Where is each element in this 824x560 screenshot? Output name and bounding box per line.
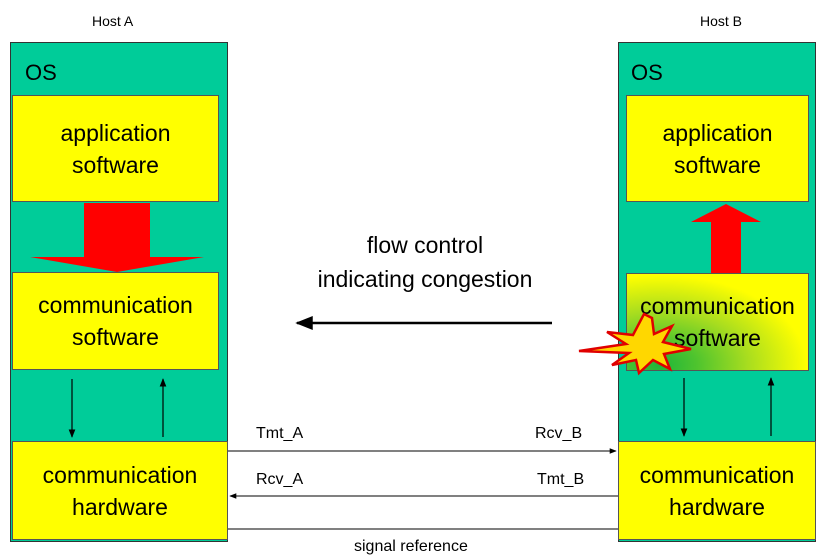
flow-control-caption: flow control indicating congestion [290, 228, 560, 296]
rcv-a-label: Rcv_A [256, 471, 304, 488]
host-a-comm-hw-line2: hardware [72, 493, 168, 520]
host-a-application-software-box: application software [12, 95, 219, 202]
host-a-comm-sw-line2: software [72, 324, 159, 350]
host-b-app-line1: application [662, 119, 773, 146]
host-b-comm-sw-line2: software [674, 325, 761, 351]
host-b-communication-hardware-box: communication hardware [618, 441, 816, 540]
host-b-communication-software-box: communication software [626, 273, 809, 371]
rcv-b-label: Rcv_B [535, 425, 583, 442]
host-a-comm-hw-line1: communication [42, 461, 198, 488]
host-b-app-line2: software [674, 151, 761, 178]
tmt-a-label: Tmt_A [256, 425, 304, 442]
host-b-comm-hw-line2: hardware [669, 493, 765, 520]
host-a-comm-sw-line1: communication [38, 292, 193, 318]
flow-control-line1: flow control [366, 232, 484, 258]
host-b-comm-hw-line1: communication [639, 461, 795, 488]
host-b-title: Host B [700, 13, 743, 29]
host-a-communication-hardware-box: communication hardware [12, 441, 228, 540]
host-a-communication-software-box: communication software [12, 272, 219, 370]
host-b-application-software-box: application software [626, 95, 809, 202]
tmt-b-label: Tmt_B [537, 471, 585, 488]
flow-control-line2: indicating congestion [317, 266, 533, 292]
signal-reference-label: signal reference [354, 538, 468, 555]
host-a-app-line2: software [72, 151, 159, 178]
host-b-os-label: OS [631, 60, 663, 85]
host-a-os-label: OS [25, 60, 57, 85]
host-a-app-line1: application [60, 119, 171, 146]
host-b-comm-sw-line1: communication [640, 293, 795, 319]
host-a-title: Host A [92, 13, 134, 29]
